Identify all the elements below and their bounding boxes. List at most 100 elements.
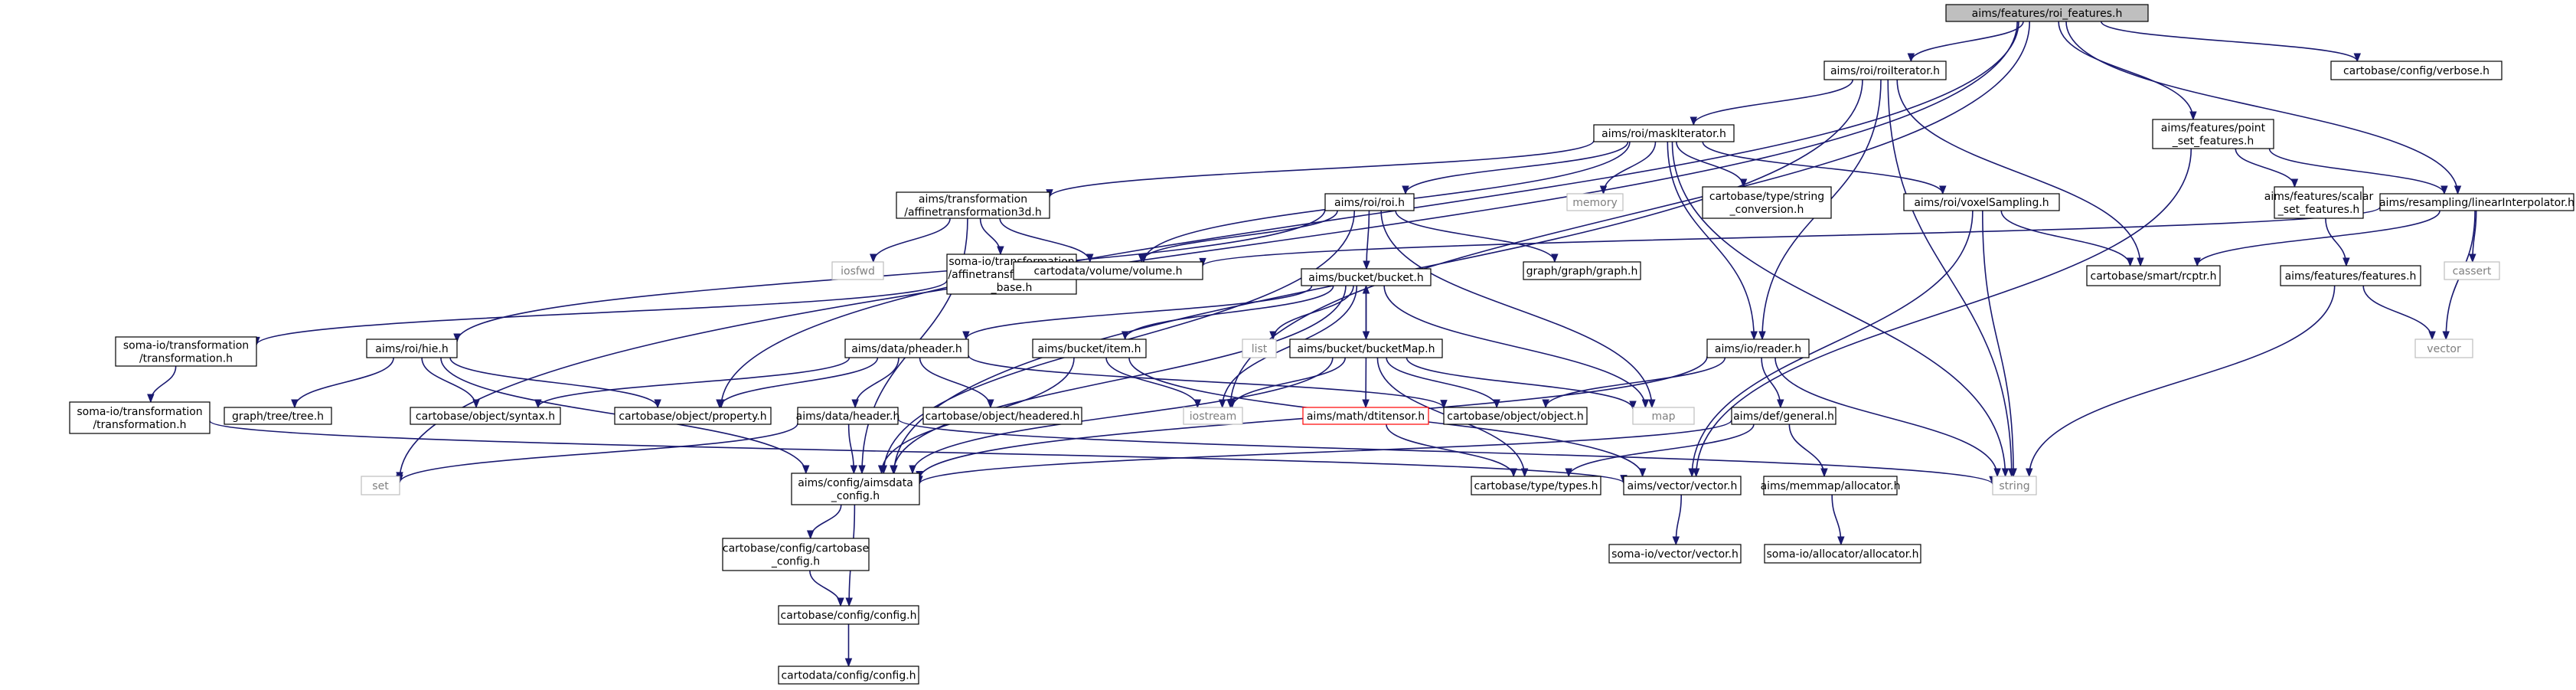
node-affine3d[interactable]: aims/transformation/affinetransformation… xyxy=(896,191,1050,219)
node-configH[interactable]: cartobase/config/config.h xyxy=(778,605,919,625)
node-allocatorH[interactable]: aims/memmap/allocator.h xyxy=(1761,476,1901,495)
edge-arrowhead xyxy=(1750,331,1758,341)
node-rcptr[interactable]: cartobase/smart/rcptr.h xyxy=(2086,265,2221,286)
node-somaTrans1[interactable]: soma-io/transformation/transformation.h xyxy=(115,336,257,367)
node-pointSet[interactable]: aims/features/point_set_features.h xyxy=(2152,119,2274,149)
node-label: cartobase/config/cartobase xyxy=(723,543,869,555)
edge-arrowhead xyxy=(2290,178,2299,188)
node-readerH[interactable]: aims/io/reader.h xyxy=(1706,338,1810,358)
node-label: cartobase/object/headered.h xyxy=(926,410,1080,423)
edge-roiIterator-to-rcptr xyxy=(1896,79,2144,267)
node-itemH[interactable]: aims/bucket/item.h xyxy=(1032,338,1147,358)
node-label: aims/features/features.h xyxy=(2285,270,2417,283)
edge-arrowhead xyxy=(1672,536,1680,546)
node-objectH[interactable]: cartobase/object/object.h xyxy=(1443,407,1588,425)
edge-bucketH-to-pheader xyxy=(962,285,1313,341)
edge-voxelSampling-to-stringN xyxy=(1981,210,2017,478)
edge-arrowhead xyxy=(1692,468,1700,478)
edge-roiIterator-to-stringN xyxy=(1887,79,2016,478)
node-box xyxy=(366,338,458,358)
edge-generalH-to-typesH xyxy=(1565,423,1755,478)
node-bucketMap[interactable]: aims/bucket/bucketMap.h xyxy=(1289,338,1443,358)
node-graphH[interactable]: graph/graph/graph.h xyxy=(1523,261,1641,280)
node-aimsdataConfig[interactable]: aims/config/aimsdata_config.h xyxy=(791,473,920,505)
edge-arrowhead xyxy=(845,597,853,607)
node-verbose[interactable]: cartobase/config/verbose.h xyxy=(2330,60,2503,80)
node-propertyH[interactable]: cartobase/object/property.h xyxy=(614,407,772,425)
node-box xyxy=(2086,265,2221,286)
node-headerH[interactable]: aims/data/header.h xyxy=(796,407,900,425)
node-maskIterator[interactable]: aims/roi/maskIterator.h xyxy=(1593,124,1735,142)
edge-arrowhead xyxy=(2441,185,2448,195)
node-box xyxy=(69,401,211,434)
node-somaVector[interactable]: soma-io/vector/vector.h xyxy=(1608,544,1742,564)
node-box xyxy=(1632,407,1695,425)
node-syntaxH[interactable]: cartobase/object/syntax.h xyxy=(410,407,561,425)
edge-cartobaseConfig-to-configH xyxy=(809,570,844,607)
node-box xyxy=(1032,338,1147,358)
edge-aimsdataConfig-to-cartobaseConfig xyxy=(806,504,842,540)
node-box xyxy=(1764,544,1921,564)
node-stringConv[interactable]: cartobase/type/string_conversion.h xyxy=(1702,186,1832,219)
node-box xyxy=(1823,60,1947,80)
edge-line xyxy=(1887,79,2013,477)
node-cartodataConfig[interactable]: cartodata/config/config.h xyxy=(778,665,919,685)
edge-line xyxy=(1788,423,1825,477)
edge-line xyxy=(1695,148,2192,477)
node-dtitensor[interactable]: aims/math/dtitensor.h xyxy=(1302,407,1429,425)
node-scalarSet[interactable]: aims/features/scalar_set_features.h xyxy=(2264,186,2374,219)
edge-pheader-to-headeredH xyxy=(919,357,994,409)
node-typesH[interactable]: cartobase/type/types.h xyxy=(1471,476,1601,495)
node-root[interactable]: aims/features/roi_features.h xyxy=(1945,4,2149,22)
node-bucketH[interactable]: aims/bucket/bucket.h xyxy=(1301,268,1432,286)
node-somaAllocator[interactable]: soma-io/allocator/allocator.h xyxy=(1764,544,1921,564)
edge-arrowhead xyxy=(850,465,858,475)
node-pheader[interactable]: aims/data/pheader.h xyxy=(844,338,969,358)
node-featuresH[interactable]: aims/features/features.h xyxy=(2280,265,2421,286)
edge-line xyxy=(1910,21,2024,62)
node-aimsVector[interactable]: aims/vector/vector.h xyxy=(1623,476,1742,495)
node-hieH[interactable]: aims/roi/hie.h xyxy=(366,338,458,358)
node-headeredH[interactable]: cartobase/object/headered.h xyxy=(922,407,1082,425)
edge-linearInterp-to-rcptr xyxy=(2193,210,2441,267)
edge-voxelSampling-to-rcptr xyxy=(2000,210,2134,267)
edge-maskIterator-to-stringConv xyxy=(1676,141,1748,188)
edge-line xyxy=(1395,210,1556,263)
node-linearInterp[interactable]: aims/resampling/linearInterpolator.h xyxy=(2379,193,2574,211)
node-box xyxy=(1702,186,1832,219)
node-treeH[interactable]: graph/tree/tree.h xyxy=(224,407,332,425)
node-volumeH[interactable]: cartodata/volume/volume.h xyxy=(1013,261,1203,280)
node-voxelSampling[interactable]: aims/roi/voxelSampling.h xyxy=(1903,193,2060,211)
edge-line xyxy=(209,420,1624,484)
node-box xyxy=(1566,193,1624,211)
node-label: soma-io/transformation xyxy=(77,406,202,418)
edge-line xyxy=(979,217,1001,255)
edge-featuresH-to-vectorStd xyxy=(2362,285,2436,341)
node-label: aims/transformation xyxy=(919,194,1027,206)
edge-roiIterator-to-maskIterator xyxy=(1690,79,1854,126)
node-label: soma-io/vector/vector.h xyxy=(1611,548,1739,561)
node-roiIterator[interactable]: aims/roi/roiIterator.h xyxy=(1823,60,1947,80)
node-label: aims/roi/roiIterator.h xyxy=(1830,65,1940,77)
edge-arrowhead xyxy=(858,465,866,475)
edge-hieH-to-syntaxH xyxy=(421,357,480,409)
edge-layer xyxy=(147,21,2477,668)
node-label: aims/memmap/allocator.h xyxy=(1761,480,1901,492)
edge-arrowhead xyxy=(997,246,1004,256)
node-vectorStd: vector xyxy=(2414,338,2473,358)
edge-arrowhead xyxy=(1939,185,1947,195)
edge-arrowhead xyxy=(890,465,897,475)
edge-headerH-to-setN xyxy=(396,423,798,484)
edge-arrowhead xyxy=(1629,401,1637,410)
node-cartobaseConfig[interactable]: cartobase/config/cartobase_config.h xyxy=(722,538,870,571)
node-roiH[interactable]: aims/roi/roi.h xyxy=(1324,193,1415,211)
edge-root-to-verbose xyxy=(2100,21,2362,63)
node-label: cartobase/config/config.h xyxy=(781,610,917,622)
node-mapN: map xyxy=(1632,407,1695,425)
edge-line xyxy=(1386,423,1514,477)
edge-line xyxy=(150,365,177,403)
node-generalH[interactable]: aims/def/general.h xyxy=(1731,407,1837,425)
node-label: aims/features/point xyxy=(2161,123,2266,135)
node-somaTrans2[interactable]: soma-io/transformation/transformation.h xyxy=(69,401,211,434)
node-box xyxy=(1324,193,1415,211)
